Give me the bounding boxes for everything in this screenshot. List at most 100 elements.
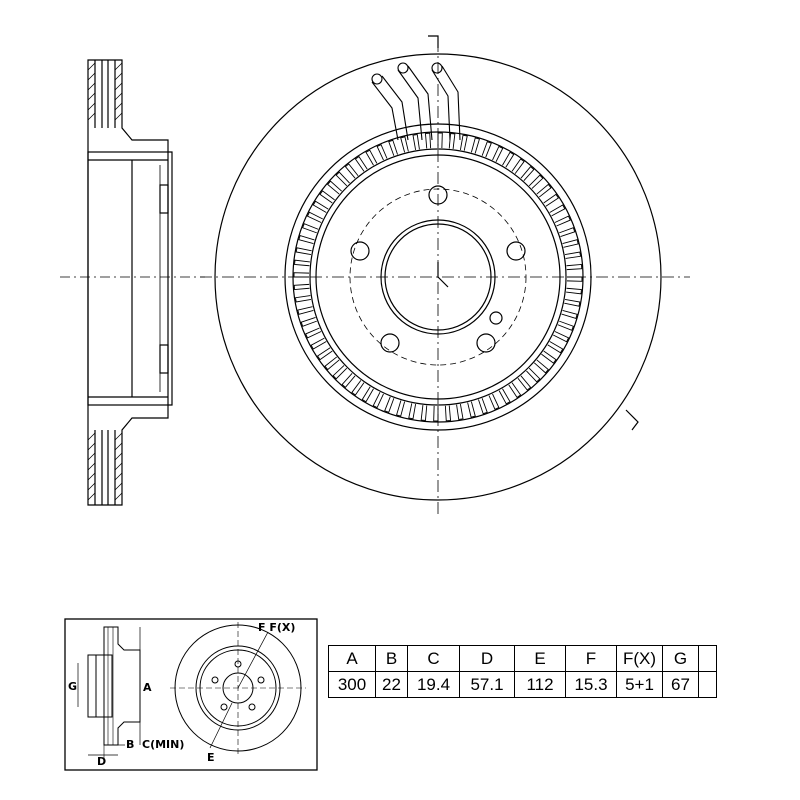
table-value-row: 300 22 19.4 57.1 112 15.3 5+1 67	[328, 671, 717, 698]
table-value-cell: 67	[662, 671, 699, 698]
cooling-vane	[554, 215, 571, 227]
cooling-vane	[467, 401, 476, 418]
key-label-e: E	[207, 751, 215, 764]
cooling-vane	[498, 388, 511, 405]
cooling-vane	[341, 372, 356, 388]
table-header-cell: F(X)	[616, 645, 663, 672]
cooling-vane	[344, 163, 359, 179]
table-value-cell: 5+1	[616, 671, 663, 698]
table-value-cell: 112	[514, 671, 566, 698]
cooling-vane	[528, 174, 544, 189]
table-value-cell	[698, 671, 717, 698]
key-label-c-min: C(MIN)	[142, 738, 184, 751]
cooling-vane	[335, 171, 350, 187]
cooling-vane	[549, 204, 566, 217]
cooling-vane	[564, 251, 582, 259]
cooling-vane	[332, 365, 348, 380]
cooling-vane	[536, 183, 552, 198]
cooling-vane	[508, 382, 522, 399]
key-label-g: G	[68, 680, 77, 693]
table-header-cell: A	[328, 645, 376, 672]
cooling-vane	[561, 309, 578, 319]
table-header-cell: B	[375, 645, 408, 672]
table-value-cell: 22	[375, 671, 408, 698]
cooling-vane	[306, 211, 323, 223]
disc-side-view	[60, 59, 205, 506]
key-label-f-fx: F F(X)	[258, 621, 295, 634]
cooling-vane	[526, 367, 541, 383]
cooling-vane	[396, 400, 406, 417]
wear-slots	[371, 62, 461, 141]
cooling-vane	[557, 320, 574, 331]
table-header-cell: G	[662, 645, 699, 672]
table-header-row: A B C D E F F(X) G	[328, 645, 717, 672]
table-value-cell: 57.1	[459, 671, 515, 698]
table-header-cell: E	[514, 645, 566, 672]
cooling-vane	[310, 337, 327, 350]
cooling-vane	[566, 287, 582, 295]
cooling-vane	[293, 272, 310, 278]
cooling-vane	[492, 145, 504, 162]
cooling-vane	[294, 259, 310, 267]
dimension-table: A B C D E F F(X) G 300 22 19.4 57.1 112 …	[328, 645, 717, 698]
cooling-vane	[566, 276, 583, 282]
table-value-cell: 19.4	[407, 671, 460, 698]
cooling-vane	[376, 144, 388, 161]
cooling-vane	[564, 298, 581, 307]
cooling-vane	[365, 149, 378, 166]
cooling-vane	[470, 137, 480, 154]
cooling-vane	[424, 132, 432, 149]
cooling-vane	[327, 180, 343, 195]
table-header-cell	[698, 645, 717, 672]
cooling-vane	[412, 133, 420, 151]
cooling-vane	[481, 141, 492, 158]
cooling-vane	[351, 380, 365, 396]
cooling-vane	[294, 295, 312, 303]
cooling-vane	[456, 403, 464, 421]
table-header-cell: F	[565, 645, 617, 672]
cooling-vane	[312, 200, 329, 213]
cooling-vane	[444, 405, 452, 422]
cooling-vane	[297, 306, 314, 315]
cooling-vane	[408, 403, 417, 420]
cooling-vane	[384, 396, 395, 413]
table-value-cell: 15.3	[565, 671, 617, 698]
cooling-vane	[400, 136, 409, 153]
key-label-b: B	[126, 738, 134, 751]
table-header-cell: C	[407, 645, 460, 672]
cooling-vane	[459, 134, 468, 151]
cooling-vane	[354, 155, 368, 172]
cooling-vane	[562, 239, 579, 248]
cooling-vane	[305, 327, 322, 339]
cooling-vane	[559, 227, 576, 237]
cooling-vane	[316, 347, 333, 361]
cooling-vane	[520, 166, 535, 182]
cooling-vane	[478, 398, 488, 415]
cooling-vane	[437, 132, 443, 149]
key-label-a: A	[143, 681, 152, 694]
cooling-vane	[295, 247, 312, 256]
cooling-vane	[547, 341, 564, 354]
cooling-vane	[448, 133, 456, 149]
table-header-cell: D	[459, 645, 515, 672]
cooling-vane	[293, 283, 310, 291]
cooling-vane	[300, 317, 317, 327]
cooling-vane	[298, 235, 315, 245]
cooling-vane	[517, 375, 532, 391]
cooling-vane	[433, 405, 439, 422]
cooling-vane	[566, 263, 583, 271]
cooling-vane	[533, 359, 549, 374]
cooling-vane	[361, 386, 374, 403]
cooling-vane	[420, 405, 428, 421]
cooling-vane	[488, 393, 500, 410]
disc-front-view	[200, 35, 690, 515]
key-label-d: D	[97, 755, 106, 768]
cooling-vane	[543, 193, 560, 207]
cooling-vane	[324, 356, 340, 371]
cooling-vane	[302, 223, 319, 234]
cooling-vane	[541, 350, 557, 364]
cooling-vane	[511, 158, 525, 174]
cooling-vane	[388, 139, 398, 156]
